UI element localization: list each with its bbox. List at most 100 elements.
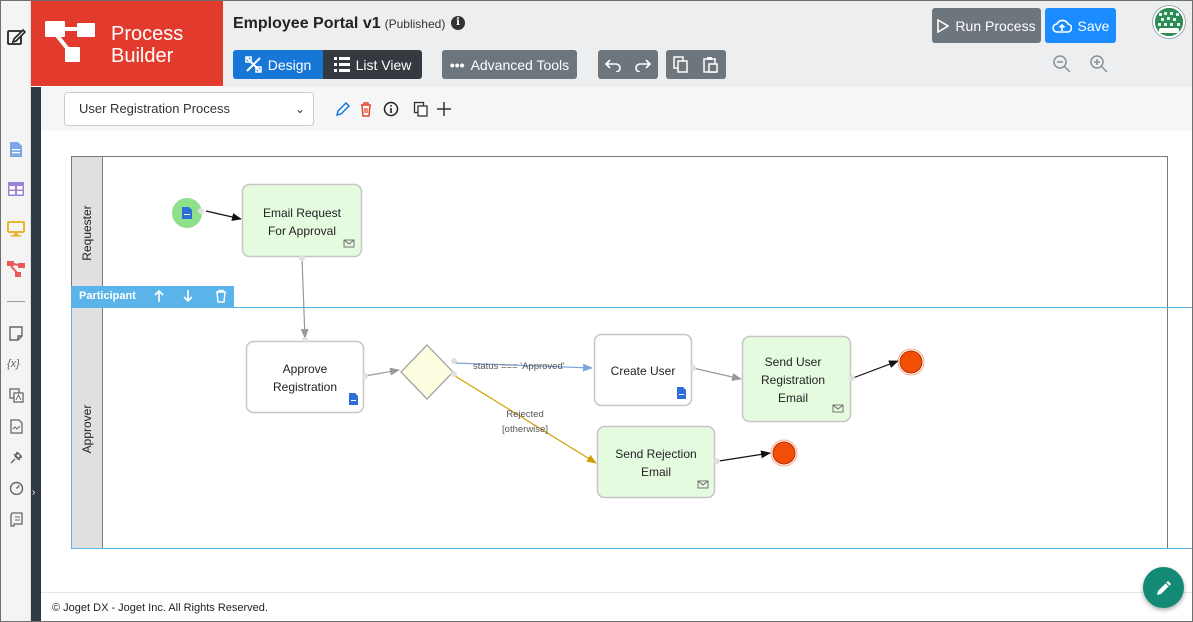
copy-button[interactable]: [666, 50, 696, 79]
edit-icon[interactable]: [6, 27, 26, 47]
rail-divider: [7, 301, 25, 302]
label-rejected[interactable]: Rejected: [506, 409, 544, 420]
design-label: Design: [267, 56, 312, 73]
activity-send-user-email[interactable]: Send User Registration Email: [741, 335, 856, 423]
info-circle-icon[interactable]: [383, 101, 399, 117]
redo-icon: [635, 58, 652, 72]
envelope-icon: [343, 239, 355, 248]
trash-icon[interactable]: [214, 289, 228, 303]
footer-copyright: © Joget DX - Joget Inc. All Rights Reser…: [52, 602, 268, 614]
save-button[interactable]: Save: [1045, 8, 1116, 43]
process-select[interactable]: User Registration Process ⌄: [64, 92, 314, 126]
start-event[interactable]: [172, 198, 204, 228]
userview-icon[interactable]: [6, 219, 26, 239]
participant-toolbar: Participant: [71, 286, 234, 307]
end-event-approved[interactable]: [897, 348, 925, 376]
datalist-icon[interactable]: [6, 179, 26, 199]
activity-create-user[interactable]: Create User: [593, 333, 697, 407]
plus-icon[interactable]: [436, 101, 452, 117]
pencil-icon[interactable]: [335, 101, 351, 117]
form-icon[interactable]: [6, 139, 26, 159]
svg-text:{x}: {x}: [7, 358, 20, 370]
trash-icon[interactable]: [358, 101, 374, 117]
brand-title: Process Builder: [111, 23, 183, 67]
left-rail: {x}: [1, 1, 31, 621]
redo-button[interactable]: [628, 50, 658, 79]
undo-button[interactable]: [598, 50, 628, 79]
flow-reject-to-end[interactable]: [718, 450, 771, 462]
label-approved-condition[interactable]: status === 'Approved': [473, 361, 565, 372]
duplicate-icon[interactable]: [413, 101, 429, 117]
flow-send-to-end[interactable]: [852, 360, 899, 379]
form-doc-icon: [677, 387, 686, 399]
footer: © Joget DX - Joget Inc. All Rights Reser…: [41, 592, 1192, 621]
lane-label-requester: Requester: [80, 205, 94, 260]
advanced-tools-label: Advanced Tools: [470, 56, 570, 73]
activity-create-user-label: Create User: [611, 364, 676, 378]
arrow-up-icon[interactable]: [152, 289, 166, 303]
activity-send-rejection[interactable]: Send Rejection Email: [596, 425, 721, 499]
zoom-in-icon[interactable]: [1089, 54, 1109, 74]
flow-approve-to-gateway[interactable]: [364, 367, 400, 377]
process-select-value: User Registration Process: [79, 101, 230, 116]
list-view-button[interactable]: List View: [323, 50, 422, 79]
chevron-right-icon: ›: [32, 487, 36, 498]
list-view-label: List View: [355, 56, 412, 73]
ellipsis-icon: •••: [449, 56, 465, 73]
scroll-icon[interactable]: [6, 509, 26, 529]
envelope-icon: [832, 404, 844, 413]
variable-icon[interactable]: {x}: [6, 353, 26, 373]
play-icon: [937, 18, 950, 33]
brand-line-1: Process: [111, 23, 184, 45]
published-badge: (Published): [384, 17, 446, 31]
flow-create-to-send[interactable]: [692, 367, 742, 381]
performance-icon[interactable]: [6, 478, 26, 498]
admin-avatar-icon: [1155, 8, 1183, 36]
activity-send-user-email-line2: Registration: [761, 373, 825, 387]
arrow-down-icon[interactable]: [181, 289, 195, 303]
brand-logo-block: Process Builder: [31, 1, 223, 86]
undo-icon: [604, 58, 621, 72]
avatar[interactable]: [1153, 6, 1185, 38]
lane-label-approver: Approver: [80, 405, 94, 454]
end-event-rejected[interactable]: [770, 439, 798, 467]
flow-rejected[interactable]: [454, 375, 597, 464]
activity-approve-registration[interactable]: Approve Registration: [245, 337, 369, 414]
copy-icon: [673, 56, 688, 73]
floating-edit-button[interactable]: [1143, 567, 1184, 608]
process-selector-bar: User Registration Process ⌄: [41, 87, 1192, 131]
rail-collapse-toggle[interactable]: ›: [31, 87, 41, 621]
cloud-upload-icon: [1051, 19, 1072, 33]
activity-email-request[interactable]: Email Request For Approval: [241, 183, 363, 262]
activity-send-user-email-line1: Send User: [765, 355, 822, 369]
run-process-button[interactable]: Run Process: [932, 8, 1041, 43]
header-bar: Employee Portal v1(Published) i Design L…: [223, 1, 1192, 87]
flow-approved[interactable]: [454, 362, 593, 372]
design-button[interactable]: Design: [233, 50, 323, 79]
activity-approve-line2: Registration: [273, 380, 337, 394]
advanced-tools-button[interactable]: ••• Advanced Tools: [442, 50, 577, 79]
translate-icon[interactable]: [6, 385, 26, 405]
zoom-out-icon[interactable]: [1052, 54, 1072, 74]
activity-email-request-line1: Email Request: [263, 206, 342, 220]
note-icon[interactable]: [6, 323, 26, 343]
flow-start-to-email[interactable]: [205, 210, 242, 221]
activity-send-rejection-line1: Send Rejection: [615, 447, 696, 461]
brand-line-2: Builder: [111, 45, 174, 67]
lane-header-approver[interactable]: [72, 307, 102, 548]
label-otherwise[interactable]: [otherwise]: [502, 424, 548, 435]
app-title: Employee Portal v1(Published): [233, 15, 445, 33]
process-icon[interactable]: [6, 259, 26, 279]
flow-email-to-approve[interactable]: [300, 257, 309, 339]
plugin-icon[interactable]: [6, 447, 26, 467]
decision-gateway[interactable]: [400, 344, 457, 400]
list-icon: [333, 57, 350, 72]
paste-button[interactable]: [696, 50, 726, 79]
activity-email-request-line2: For Approval: [268, 224, 336, 238]
undo-redo-group: [598, 50, 658, 79]
lane-header-requester[interactable]: [72, 157, 102, 307]
info-icon[interactable]: i: [451, 16, 465, 30]
report-icon[interactable]: [6, 416, 26, 436]
